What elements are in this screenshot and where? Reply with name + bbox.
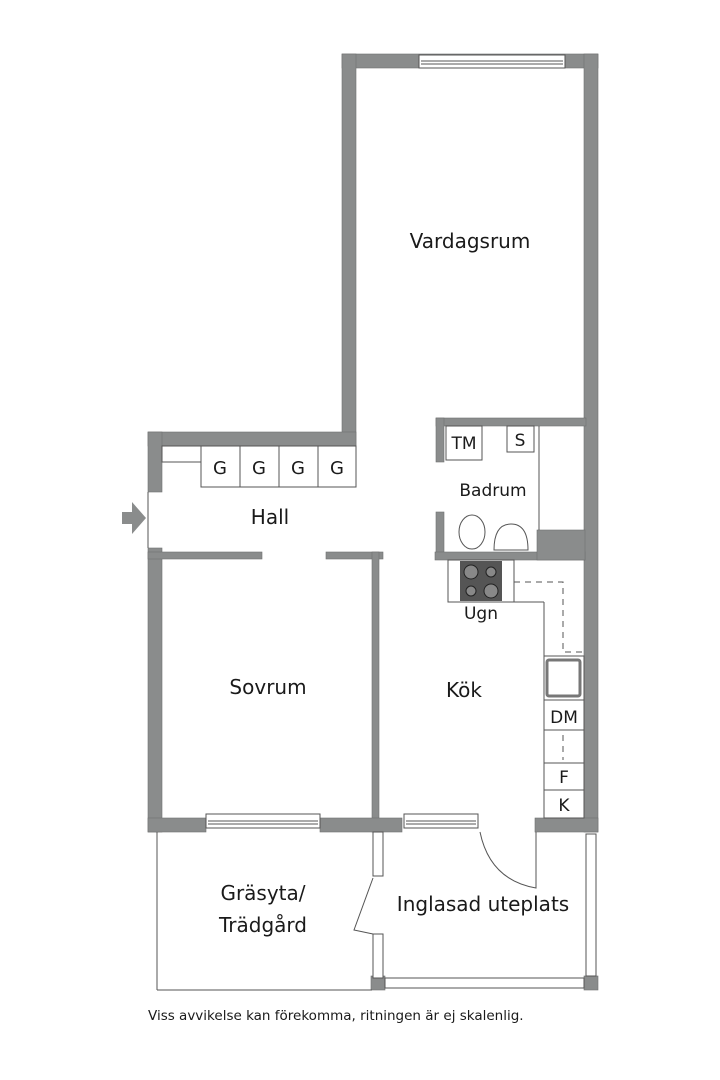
oven-label: Ugn	[464, 604, 498, 624]
wall	[147, 551, 263, 560]
cabinet	[506, 425, 535, 453]
wardrobe-label: G	[252, 458, 266, 479]
room-label-hall: Hall	[251, 505, 289, 529]
wall	[325, 551, 384, 560]
room-label-kok: Kök	[446, 678, 482, 702]
wall	[435, 511, 445, 557]
wardrobe	[200, 445, 241, 488]
kitchen-sink-icon	[545, 658, 582, 698]
wall	[435, 417, 445, 463]
wall	[536, 529, 586, 561]
wall	[534, 817, 599, 833]
wall	[341, 53, 357, 447]
wardrobe	[317, 445, 357, 488]
window	[372, 831, 384, 877]
room-label-badrum: Badrum	[459, 481, 526, 501]
window	[384, 977, 585, 989]
wall	[147, 817, 207, 833]
wall	[371, 551, 380, 833]
room-label-grasyta: Gräsyta/	[220, 881, 305, 905]
entrance-arrow-icon	[122, 502, 146, 534]
wall	[583, 53, 599, 833]
sink-icon	[493, 523, 529, 551]
room-label-tradgard: Trädgård	[218, 913, 307, 937]
window	[585, 833, 597, 977]
wardrobe-label: G	[213, 458, 227, 479]
room-label-vardagsrum: Vardagsrum	[410, 229, 531, 253]
wall	[319, 817, 403, 833]
disclaimer: Viss avvikelse kan förekomma, ritningen …	[148, 1008, 524, 1024]
freezer-label: F	[559, 768, 569, 788]
washing-machine-label: TM	[450, 434, 476, 454]
wardrobe-label: G	[330, 458, 344, 479]
room-label-uteplats: Inglasad uteplats	[397, 892, 569, 916]
cabinet-label: S	[515, 431, 526, 451]
window	[372, 933, 384, 979]
wall	[147, 431, 357, 447]
wall	[435, 417, 587, 427]
wall	[147, 547, 163, 833]
wardrobe-label: G	[291, 458, 305, 479]
wardrobe	[278, 445, 319, 488]
fridge-label: K	[558, 796, 570, 816]
toilet-icon	[458, 514, 486, 550]
wardrobe	[239, 445, 280, 488]
dishwasher-label: DM	[550, 708, 578, 728]
room-label-sovrum: Sovrum	[229, 675, 306, 699]
post	[583, 975, 599, 991]
wall	[147, 431, 163, 493]
washing-machine	[445, 425, 483, 461]
